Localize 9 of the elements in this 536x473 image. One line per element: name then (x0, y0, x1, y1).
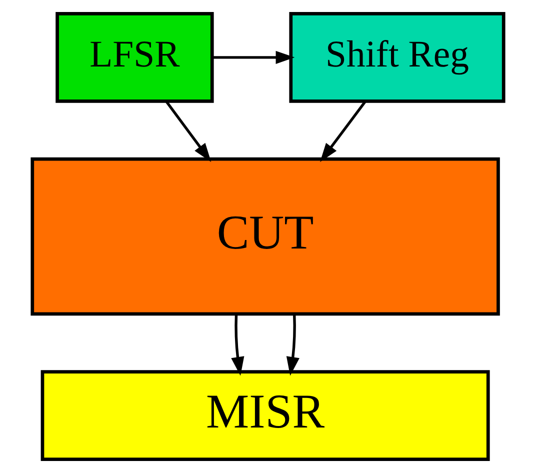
arrow (231, 314, 244, 376)
node-box: Shift Reg (289, 12, 506, 103)
arrow (286, 314, 300, 376)
node-box: CUT (30, 157, 500, 316)
node-box: LFSR (56, 12, 214, 103)
arrow (165, 100, 212, 162)
arrow (320, 100, 366, 162)
arrow (212, 50, 295, 64)
node-box: MISR (40, 370, 490, 461)
